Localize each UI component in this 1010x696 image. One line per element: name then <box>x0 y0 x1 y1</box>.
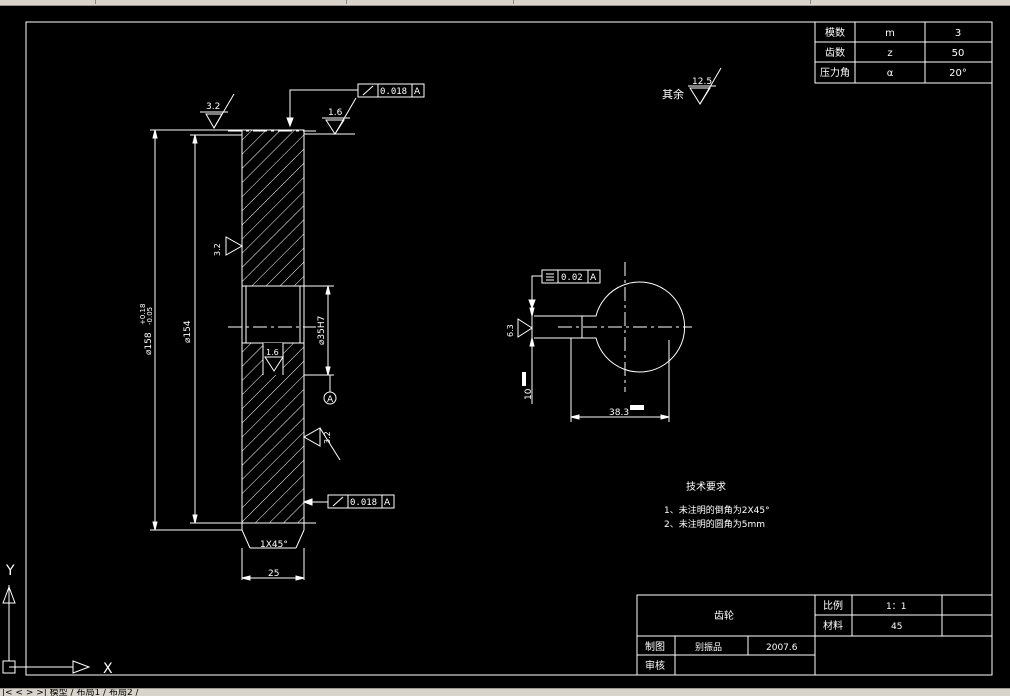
dim-bore: ⌀35H7 <box>317 316 327 345</box>
gtol-top-value: 0.018 <box>380 87 407 97</box>
dim-key-depth: 38.3 <box>609 408 629 418</box>
gear-bore <box>241 285 305 344</box>
ucs-x-label: X <box>103 661 113 677</box>
drawing-canvas[interactable]: 模数 m 3 齿数 z 50 压力角 α 20° 其余 12.5 1X45° <box>0 5 1010 688</box>
dim-outer-tol-lower: -0.05 <box>146 307 154 325</box>
drawn-date: 2007.6 <box>766 643 798 653</box>
centerlines <box>228 130 316 524</box>
dim-root-lines <box>190 134 242 524</box>
scale-label: 比例 <box>823 599 843 612</box>
toolbar-dropdown-4[interactable] <box>515 0 811 4</box>
title-block <box>636 594 993 676</box>
tab-layout2[interactable]: 布局2 <box>108 688 133 696</box>
parameter-table <box>814 21 993 84</box>
roughness-keyway <box>517 318 533 338</box>
roughness-left-face-value: 3.2 <box>213 243 222 256</box>
dim-width: 25 <box>268 569 279 579</box>
roughness-bore <box>264 356 284 372</box>
material-value: 45 <box>891 622 902 632</box>
gtol-key-value: 0.02 <box>561 273 583 283</box>
toolbar-dropdown-3[interactable] <box>358 0 514 4</box>
keyway-width-dim <box>529 300 582 404</box>
drawn-name: 别振品 <box>695 641 722 653</box>
chamfer-lines <box>241 523 305 549</box>
tech-req-title: 技术要求 <box>686 480 726 493</box>
gear-section-upper <box>241 129 305 287</box>
gtol-bottom-value: 0.018 <box>350 498 377 508</box>
gtol-key-datum: A <box>590 273 597 283</box>
param-value1-2: z <box>887 48 892 59</box>
param-label-1: 模数 <box>825 26 845 39</box>
dim-root: ⌀154 <box>183 320 193 343</box>
roughness-top-left-value: 3.2 <box>206 102 220 112</box>
keyway-depth-dim <box>570 338 670 422</box>
check-label: 审核 <box>645 659 665 672</box>
dim-outer-lines <box>150 129 242 531</box>
toolbar-strip <box>0 0 1010 6</box>
datum-a-symbol <box>323 375 337 405</box>
roughness-top-right <box>304 97 357 135</box>
dim-key-width: 10 <box>524 388 534 400</box>
drawing-border <box>25 21 993 676</box>
gtol-bottom-frame <box>302 494 395 509</box>
scale-value: 1：1 <box>886 602 906 612</box>
param-value2-2: 50 <box>952 48 965 59</box>
keyway-depth-mark <box>630 405 644 410</box>
param-label-3: 压力角 <box>820 66 850 79</box>
roughness-top-right-value: 1.6 <box>328 108 343 118</box>
tech-req-item-1: 1、未注明的倒角为2X45° <box>664 504 770 516</box>
gtol-top-frame <box>286 83 425 128</box>
dim-chamfer: 1X45° <box>260 540 288 550</box>
roughness-keyway-value: 6.3 <box>506 324 515 337</box>
roughness-bore-value: 1.6 <box>266 348 279 357</box>
gtol-key-frame <box>528 269 601 310</box>
param-value2-3: 20° <box>949 68 967 79</box>
param-label-2: 齿数 <box>825 46 845 59</box>
dim-bore-lines <box>304 285 334 376</box>
tab-nav-arrows[interactable]: |< < > >| <box>2 688 50 696</box>
dim-outer: ⌀158 <box>144 332 154 355</box>
drawn-label: 制图 <box>645 640 665 653</box>
dim-outer-tol-upper: +0.18 <box>139 304 147 325</box>
toolbar-dropdown-1[interactable] <box>0 0 96 4</box>
roughness-top-left <box>200 93 235 130</box>
layout-tab-bar: |< < > >| 模型 / 布局1 / 布局2 / <box>0 688 1010 696</box>
dim-width-lines <box>241 548 305 581</box>
datum-a-label: A <box>327 395 334 405</box>
roughness-right-face <box>302 427 341 461</box>
tab-model[interactable]: 模型 <box>49 688 68 696</box>
roughness-right-face-value: 3.2 <box>323 431 332 444</box>
param-value1-1: m <box>885 28 895 39</box>
toolbar-dropdown-2[interactable] <box>96 0 347 4</box>
keyway-centerlines <box>558 262 692 392</box>
param-value2-1: 3 <box>955 28 961 39</box>
roughness-other-symbol <box>688 67 722 105</box>
roughness-other-label: 其余 <box>662 87 684 101</box>
ucs-icon <box>2 585 91 674</box>
part-name: 齿轮 <box>714 609 734 622</box>
ucs-y-label: Y <box>5 563 15 579</box>
tab-layout1[interactable]: 布局1 <box>76 688 101 696</box>
gtol-bottom-datum: A <box>384 498 391 508</box>
roughness-other-value: 12.5 <box>692 77 712 87</box>
toolbar-dropdown-5[interactable] <box>811 0 1010 4</box>
param-value1-3: α <box>887 68 894 79</box>
keyway-width-mark <box>522 372 526 386</box>
material-label: 材料 <box>823 619 843 632</box>
tech-req-item-2: 2、未注明的圆角为5mm <box>664 518 765 530</box>
gtol-top-datum: A <box>414 87 421 97</box>
roughness-left-face <box>225 236 244 256</box>
keyway-view <box>581 281 686 373</box>
